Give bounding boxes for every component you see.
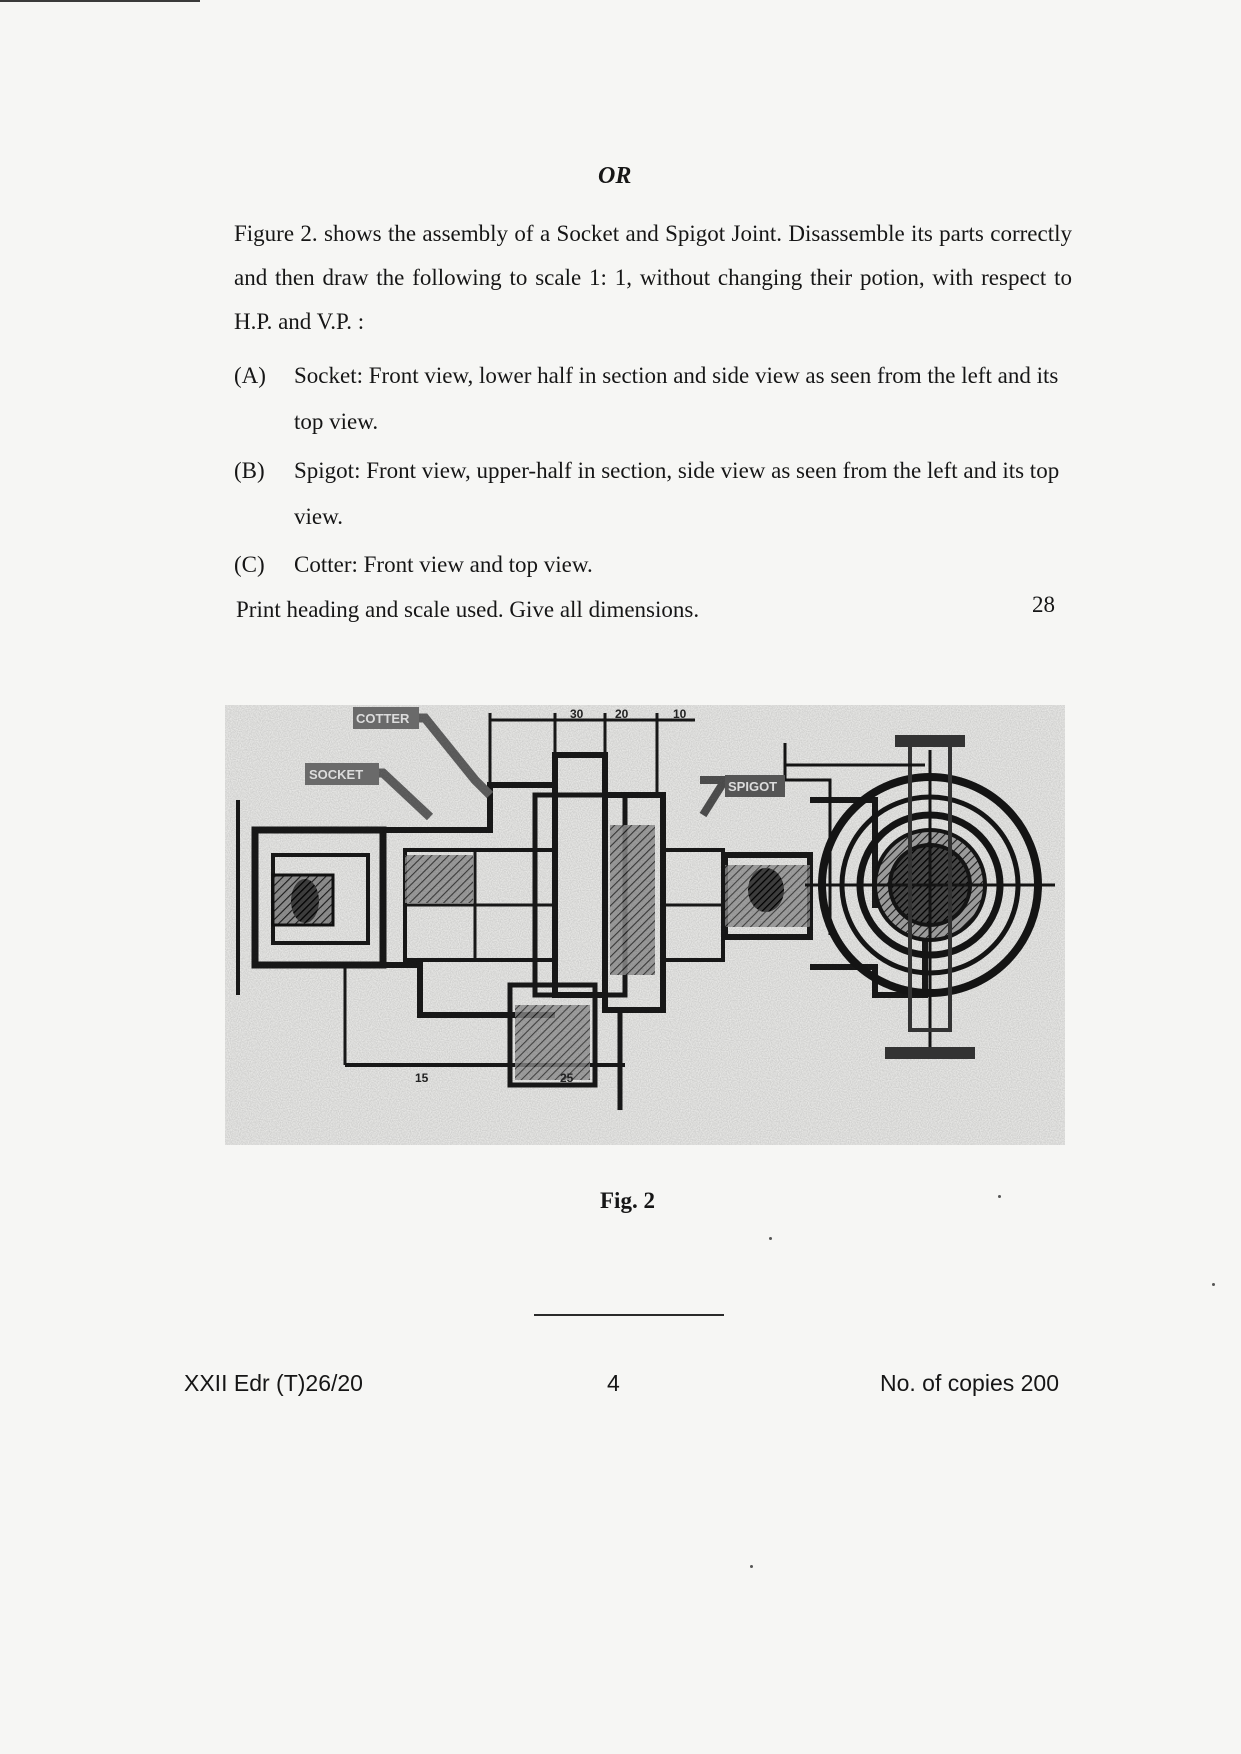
item-tag: (B) xyxy=(234,458,265,483)
item-text: Spigot: Front view, upper-half in sectio… xyxy=(294,458,1060,529)
label-cotter: COTTER xyxy=(356,711,410,726)
marks-value: 28 xyxy=(1032,592,1055,617)
paper-code: XXII Edr (T)26/20 xyxy=(184,1370,363,1396)
instruction-text: Print heading and scale used. Give all d… xyxy=(236,597,700,622)
scan-speck xyxy=(998,1195,1001,1198)
item-text: Socket: Front view, lower half in sectio… xyxy=(294,363,1059,434)
scan-speck xyxy=(1212,1283,1215,1286)
dim-bottom-a: 15 xyxy=(415,1071,429,1085)
item-text: Cotter: Front view and top view. xyxy=(294,552,593,577)
dim-top-b: 20 xyxy=(615,707,629,721)
copies-count: No. of copies 200 xyxy=(880,1370,1060,1396)
top-rule xyxy=(0,0,200,2)
figure-caption: Fig. 2 xyxy=(600,1188,655,1213)
question-intro: Figure 2. shows the assembly of a Socket… xyxy=(234,221,1072,334)
label-spigot: SPIGOT xyxy=(728,779,777,794)
item-tag: (C) xyxy=(234,552,265,577)
scan-speck xyxy=(769,1237,772,1240)
section-heading-or: OR xyxy=(598,163,632,189)
page-number: 4 xyxy=(607,1370,620,1396)
dim-top-a: 30 xyxy=(570,707,584,721)
end-rule xyxy=(534,1314,724,1316)
dim-bottom-b: 25 xyxy=(560,1071,574,1085)
label-socket: SOCKET xyxy=(309,767,363,782)
item-tag: (A) xyxy=(234,363,266,388)
socket-spigot-joint-drawing: COTTER SOCKET SPIGOT 30 20 10 15 25 xyxy=(225,705,1065,1145)
scan-speck xyxy=(750,1565,753,1568)
dim-top-c: 10 xyxy=(673,707,687,721)
